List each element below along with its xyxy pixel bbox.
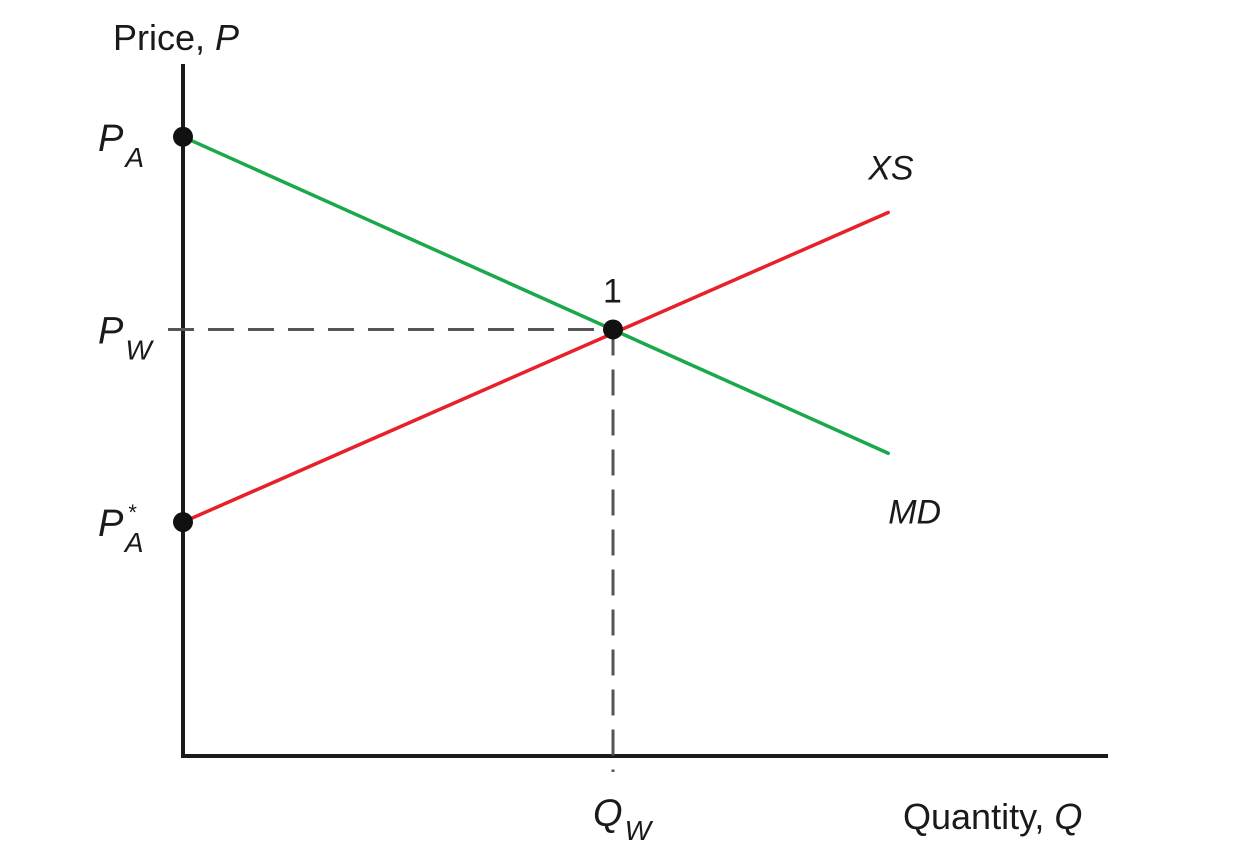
x-axis-title: Quantity, Q	[903, 796, 1082, 837]
guide-lines	[168, 327, 615, 772]
y-axis-title: Price, P	[113, 17, 239, 58]
y-axis-title-text: Price,	[113, 17, 215, 58]
curves	[181, 135, 890, 524]
y-tick-label-2: P*A	[98, 500, 144, 558]
x-tick-label-0: QW	[593, 793, 654, 846]
y-tick-base: P	[98, 503, 124, 545]
axis-point-marker-2	[173, 512, 193, 533]
y-tick-base: P	[98, 118, 124, 160]
equilibrium-label: 1	[603, 272, 622, 310]
axis-point-marker-0	[173, 126, 193, 147]
y-tick-sub: A	[123, 527, 144, 558]
y-tick-sub: W	[125, 334, 154, 365]
md-curve	[181, 135, 890, 456]
markers	[173, 126, 623, 533]
x-axis-title-text: Quantity,	[903, 796, 1054, 837]
x-tick-base: Q	[593, 793, 623, 835]
y-tick-label-1: PW	[98, 310, 154, 365]
x-tick-sub: W	[625, 815, 654, 846]
y-tick-sub: A	[123, 142, 144, 173]
y-tick-label-0: PA	[98, 118, 144, 173]
y-tick-sup: *	[128, 500, 137, 525]
equilibrium-point	[603, 319, 623, 340]
y-tick-base: P	[98, 310, 124, 352]
axes	[181, 64, 1108, 758]
md-label: MD	[888, 493, 941, 531]
x-axis-title-var: Q	[1054, 796, 1082, 837]
y-axis-title-var: P	[215, 17, 239, 58]
xs-curve	[181, 210, 890, 524]
xs-label: XS	[867, 149, 914, 187]
